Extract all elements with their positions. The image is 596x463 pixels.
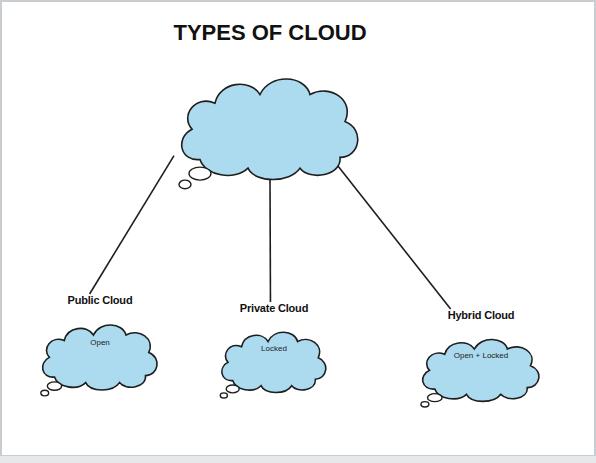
cloud-text: Open + Locked — [439, 351, 524, 360]
frame-border — [1, 1, 595, 456]
connector-line — [90, 156, 174, 294]
cloud-type: Private CloudLocked — [215, 302, 333, 400]
cloud-heading: Public Cloud — [15, 294, 185, 312]
connector-stroke — [90, 156, 174, 294]
cloud-area: Open + Locked — [415, 329, 547, 409]
cloud-outline — [222, 332, 326, 392]
thought-bubble — [220, 393, 227, 398]
thought-bubble — [189, 167, 211, 180]
cloud-type: Public CloudOpen — [35, 294, 165, 398]
cloud-type: Hybrid CloudOpen + Locked — [415, 309, 547, 409]
cloud-shape — [35, 314, 165, 398]
thought-bubble — [179, 180, 191, 189]
thought-bubble — [428, 394, 443, 402]
thought-bubble — [421, 402, 429, 407]
connector-line — [336, 163, 451, 309]
thought-bubble — [47, 382, 61, 390]
thought-bubble — [226, 385, 239, 393]
cloud-text: Open — [58, 338, 141, 347]
connector-stroke — [269, 179, 271, 302]
connector-line — [270, 179, 271, 302]
cloud-area: Open — [35, 314, 165, 398]
cloud-outline — [43, 325, 157, 390]
cloud-shape — [415, 329, 547, 409]
cloud-text: Locked — [236, 344, 312, 353]
cloud-heading: Private Cloud — [195, 302, 353, 320]
cloud-shape — [215, 322, 333, 400]
cloud-outline — [423, 339, 539, 401]
cloud-heading: Hybrid Cloud — [395, 309, 567, 327]
connector-stroke — [336, 163, 451, 309]
cloud-shape — [170, 62, 370, 192]
diagram-title: TYPES OF CLOUD — [110, 20, 430, 46]
cloud-area: Locked — [215, 322, 333, 400]
frame-shadow — [0, 456, 596, 463]
cloud-outline — [182, 79, 358, 179]
main-cloud: TYPES OF CLOUD — [170, 62, 370, 192]
thought-bubble — [41, 390, 49, 396]
